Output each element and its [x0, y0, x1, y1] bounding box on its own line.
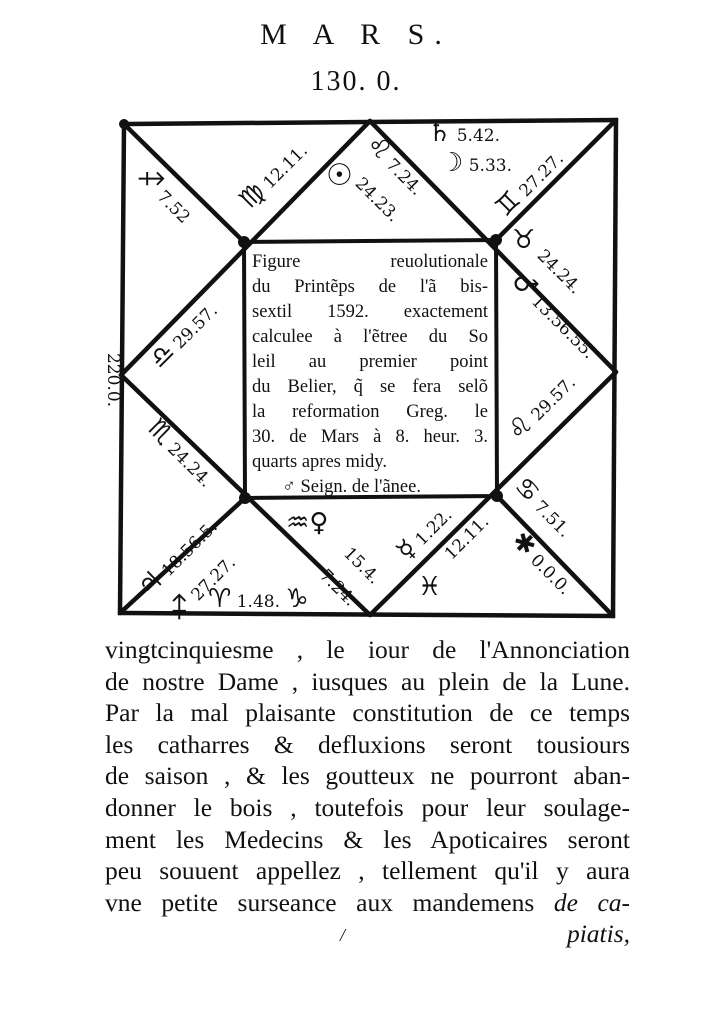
zodiac-sign-icon: ♓: [418, 572, 442, 602]
degree: 5.42.: [456, 126, 500, 146]
center-line: ♂ Seign. de l'ãnee.: [282, 477, 421, 497]
diamond-line: [118, 118, 373, 378]
body-line: peu souuent appellez , tellement qu'il y…: [105, 856, 630, 886]
degree: 5.33.: [468, 156, 512, 176]
body-line: Par la mal plaisante constitution de ce …: [105, 698, 630, 728]
body-line: vne petite surseance aux mandemens de ca…: [105, 887, 630, 919]
center-line: Figure reuolutionale: [252, 252, 488, 272]
body-line: donner le bois , toutefois pour leur sou…: [105, 792, 630, 822]
house-label: ♈ 1.48. ♑: [208, 584, 309, 614]
center-line: 30. de Mars à 8. heur. 3.: [252, 427, 488, 447]
zodiac-sign-icon: ♉: [512, 225, 536, 255]
center-line: du Belier, q̃ se fera selõ: [252, 377, 488, 397]
zodiac-sign-icon: ♑: [285, 584, 309, 614]
corner-line: [494, 493, 616, 619]
degree: 1.48.: [236, 592, 280, 612]
venus-icon: ♀: [309, 508, 329, 538]
body-line: vingtcinquiesme , le iour de l'Annonciat…: [105, 635, 630, 664]
saturn-icon: ♄: [428, 118, 452, 148]
body-text-italic: de ca-: [553, 887, 631, 917]
diamond-line: [367, 118, 619, 375]
body-paragraph: vingtcinquiesme , le iour de l'Annonciat…: [105, 634, 630, 950]
body-line: de nostre Dame , iusques au plein de la …: [105, 666, 630, 696]
body-line-final: piatis,: [566, 919, 630, 949]
zodiac-sign-icon: ♈: [208, 584, 232, 614]
center-line: la reformation Greg. le: [252, 402, 488, 422]
page-title: M A R S.: [260, 18, 452, 51]
zodiac-sign-icon: ♒: [286, 508, 310, 538]
body-line: ment les Medecins & les Apoticaires sero…: [105, 824, 630, 854]
corner-line: [493, 117, 619, 243]
chart-top-angle: 130. 0.: [310, 66, 402, 97]
sun-icon: ☉: [326, 158, 353, 193]
chart-left-angle: 220.0.: [103, 352, 124, 408]
center-line: leil au premier point: [252, 352, 488, 372]
house-label: ♒♀: [286, 508, 328, 538]
body-line: les catharres & defluxions seront tousio…: [105, 729, 630, 759]
page-mark: /: [340, 925, 346, 945]
center-line: sextil 1592. exactement: [252, 302, 488, 322]
center-line: quarts apres midy.: [252, 452, 387, 472]
house-label: ☽ 5.33.: [440, 148, 512, 178]
house-label: ♄ 5.42.: [428, 118, 500, 148]
center-line: du Printẽps de l'ã bis-: [252, 277, 488, 297]
body-text-roman: vne petite surseance aux mandemens: [105, 887, 535, 917]
corner-line: [121, 121, 247, 245]
corner-line: [117, 495, 248, 616]
center-line: calculee à l'ẽtree du So: [252, 327, 488, 347]
chart-center-text: Figure reuolutionale du Printẽps de l'ã …: [252, 250, 488, 500]
moon-icon: ☽: [440, 148, 464, 178]
body-line: de saison , & les goutteux ne pourront a…: [105, 761, 630, 791]
